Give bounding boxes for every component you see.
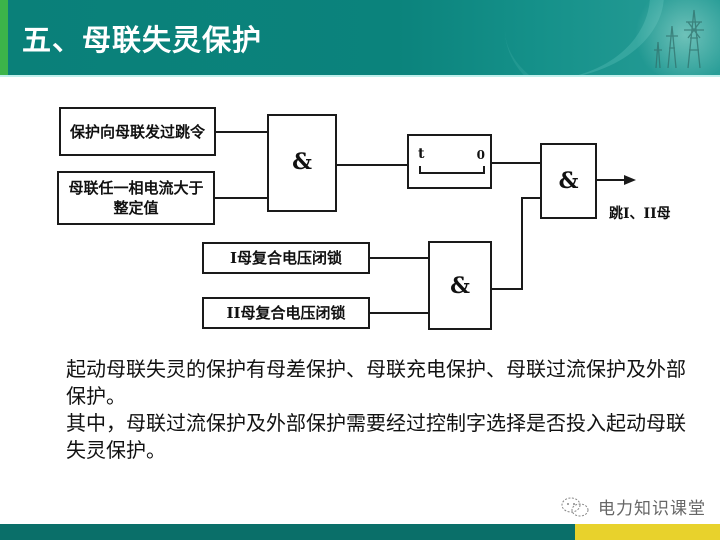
and-symbol: & [292, 149, 312, 175]
input-box-trip-command: 保护向母联发过跳令 [59, 107, 216, 156]
header-accent-stripe [0, 0, 8, 75]
input-box-phase-current: 母联任一相电流大于整定值 [57, 171, 215, 225]
arrow-head-icon [624, 175, 636, 185]
and-gate-3: & [540, 143, 597, 219]
wire-and3-output [597, 179, 627, 181]
watermark: 电力知识课堂 [560, 494, 706, 519]
wire-in2-to-and1 [215, 197, 267, 199]
timer-t-label: t [418, 146, 425, 162]
and-symbol: & [450, 272, 470, 299]
footer-bar-teal [0, 524, 575, 540]
input-label: I母复合电压闭锁 [229, 249, 343, 267]
wire-in3-to-and2 [370, 257, 428, 259]
wire-and2-vertical [521, 197, 523, 290]
wire-and2-out [492, 288, 523, 290]
input-label: 母联任一相电流大于整定值 [68, 179, 204, 217]
input-box-bus2-voltage-lock: II母复合电压闭锁 [202, 297, 370, 329]
description-text: 起动母联失灵的保护有母差保护、母联充电保护、母联过流保护及外部保护。 其中，母联… [66, 356, 686, 464]
footer-bar-yellow [575, 524, 720, 540]
wire-and1-to-timer [337, 164, 407, 166]
wechat-icon [561, 497, 589, 516]
and-symbol: & [558, 168, 579, 194]
header-divider [0, 75, 720, 77]
wire-in4-to-and2 [370, 312, 428, 314]
power-tower-icon [654, 9, 704, 69]
time-delay-block: t 0 [407, 134, 492, 189]
description-paragraph: 其中，母联过流保护及外部保护需要经过控制字选择是否投入起动母联失灵保护。 [66, 411, 686, 462]
slide-header: 五、母联失灵保护 [0, 0, 720, 75]
input-box-bus1-voltage-lock: I母复合电压闭锁 [202, 242, 370, 274]
slide-title: 五、母联失灵保护 [22, 23, 263, 57]
input-label: II母复合电压闭锁 [226, 304, 346, 322]
wire-and2-to-and3 [521, 197, 540, 199]
description-paragraph: 起动母联失灵的保护有母差保护、母联充电保护、母联过流保护及外部保护。 [66, 357, 686, 408]
wire-timer-to-and3 [492, 162, 540, 164]
input-label: 保护向母联发过跳令 [69, 122, 205, 141]
wire-in1-to-and1 [216, 131, 267, 133]
timer-zero-label: 0 [476, 148, 485, 162]
watermark-text: 电力知识课堂 [598, 499, 706, 519]
and-gate-2: & [428, 241, 492, 330]
output-label: 跳I、II母 [609, 206, 671, 222]
timer-bracket [419, 166, 485, 174]
and-gate-1: & [267, 114, 337, 212]
